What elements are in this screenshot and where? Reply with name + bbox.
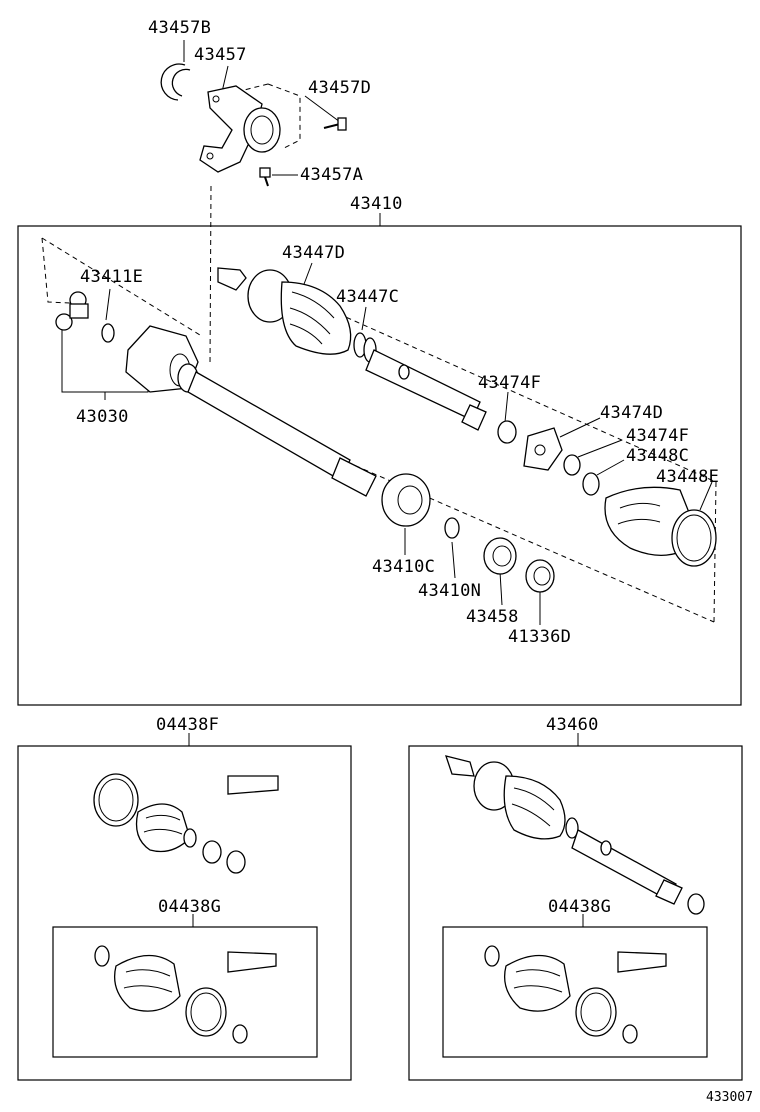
snap-ring-43474f-a (497, 420, 517, 444)
label-43457b: 43457B (148, 18, 211, 38)
spider-43411e (55, 291, 89, 331)
label-43030: 43030 (76, 407, 129, 427)
boot-kit-04438g-right-parts (484, 945, 667, 1044)
diagram-code: 433007 (706, 1090, 753, 1105)
label-43460: 43460 (546, 715, 599, 735)
inboard-joint-43030 (125, 325, 199, 393)
boot-kit-04438f-parts (93, 773, 279, 874)
label-43457d: 43457D (308, 78, 371, 98)
label-04438g-left: 04438G (158, 897, 221, 917)
label-43448c: 43448C (626, 446, 689, 466)
bolt-43457d (323, 117, 347, 131)
snap-ring-43457b (160, 63, 191, 101)
label-04438f: 04438F (156, 715, 219, 735)
label-43457: 43457 (194, 45, 247, 65)
snap-ring-43474f-b (563, 454, 581, 476)
part-labels: 43457B 43457 43457D 43457A 43410 43447D … (76, 18, 753, 1105)
boot-kit-frame-left (17, 745, 352, 1081)
bearing-43410c (381, 473, 431, 527)
snap-ring-43410n (444, 517, 460, 539)
boot-kit-04438g-left-parts (94, 945, 277, 1044)
label-43447c: 43447C (336, 287, 399, 307)
snap-ring-43411e (101, 323, 115, 343)
drive-shaft-inner-segment (187, 371, 377, 497)
label-41336d: 41336D (508, 627, 571, 647)
label-43410c: 43410C (372, 557, 435, 577)
label-43458: 43458 (466, 607, 519, 627)
bolt-43457a (259, 167, 271, 187)
shaft-assy-43460-parts (445, 755, 705, 915)
tripod-43474d (523, 427, 563, 471)
label-43474d: 43474D (600, 403, 663, 423)
oil-seal-41336d (525, 559, 555, 593)
label-43447d: 43447D (282, 243, 345, 263)
drive-shaft-outer-segment (365, 349, 487, 431)
outer-joint-cv-43447d (217, 267, 352, 355)
boot-kit-inner-frame-left (52, 926, 318, 1058)
label-43411e: 43411E (80, 267, 143, 287)
boot-clamp-43448c (582, 472, 600, 496)
label-43457a: 43457A (300, 165, 363, 185)
label-04438g-right: 04438G (548, 897, 611, 917)
shaft-assy-frame-right (408, 745, 743, 1081)
label-43410n: 43410N (418, 581, 481, 601)
label-43474f-a: 43474F (478, 373, 541, 393)
bearing-bracket-43457 (199, 85, 281, 173)
label-43410: 43410 (350, 194, 403, 214)
label-43448e: 43448E (656, 467, 719, 487)
oil-seal-43458 (483, 537, 517, 575)
boot-kit-inner-frame-right (442, 926, 708, 1058)
inboard-boot-43448e (604, 486, 717, 567)
label-43474f-b: 43474F (626, 426, 689, 446)
